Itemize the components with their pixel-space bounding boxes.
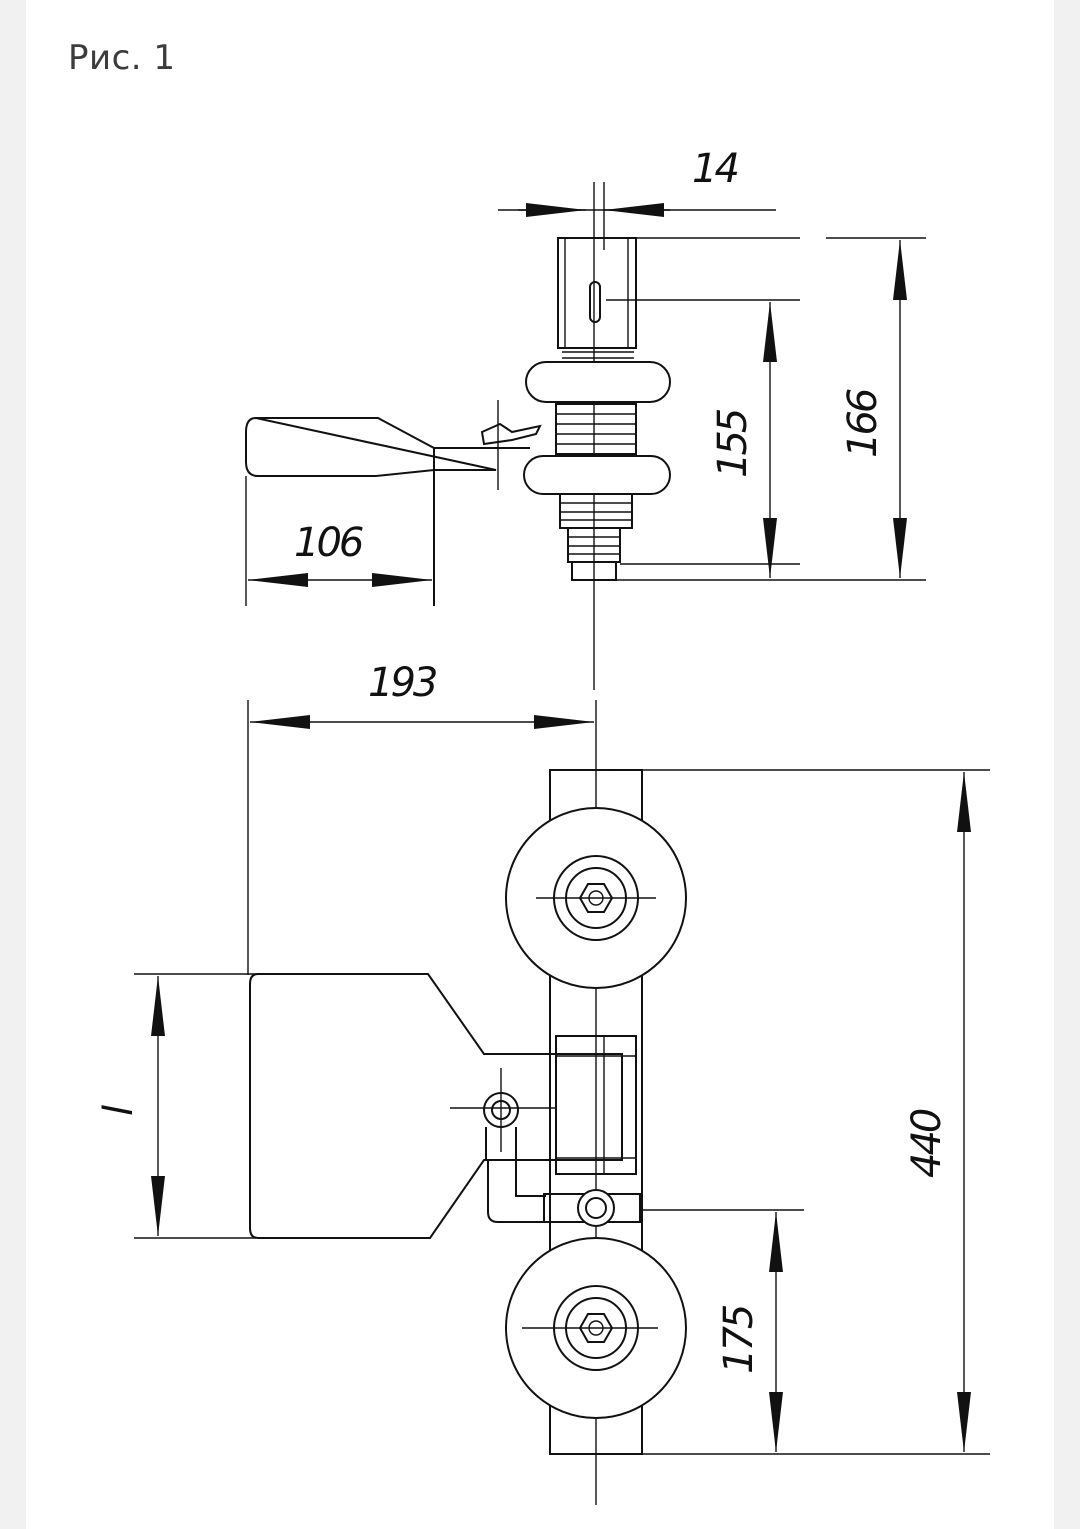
bent-rod [487,1160,546,1223]
slot [589,281,601,323]
thread-stem [555,403,637,455]
clamp-bar [549,769,643,1455]
dim-14: 14 [692,146,737,192]
locking-screw [480,422,542,446]
lower-thread [559,493,633,581]
dim-155: 155 [710,409,756,478]
dim-440: 440 [904,1109,950,1178]
figure-caption: Рис. 1 [68,38,176,78]
upper-clamp-body [557,237,637,349]
dim-l: l [96,1105,142,1116]
front-view: 193 [96,660,990,1505]
top-view: 14 155 166 106 [245,146,926,690]
dim-166: 166 [840,389,886,458]
lever-plate [249,973,623,1239]
dim-175: 175 [716,1305,762,1374]
dim-106: 106 [294,520,363,566]
upper-disk [525,361,671,403]
middle-bracket [555,1035,637,1175]
dim-193: 193 [368,660,436,706]
lower-disk [523,455,671,495]
